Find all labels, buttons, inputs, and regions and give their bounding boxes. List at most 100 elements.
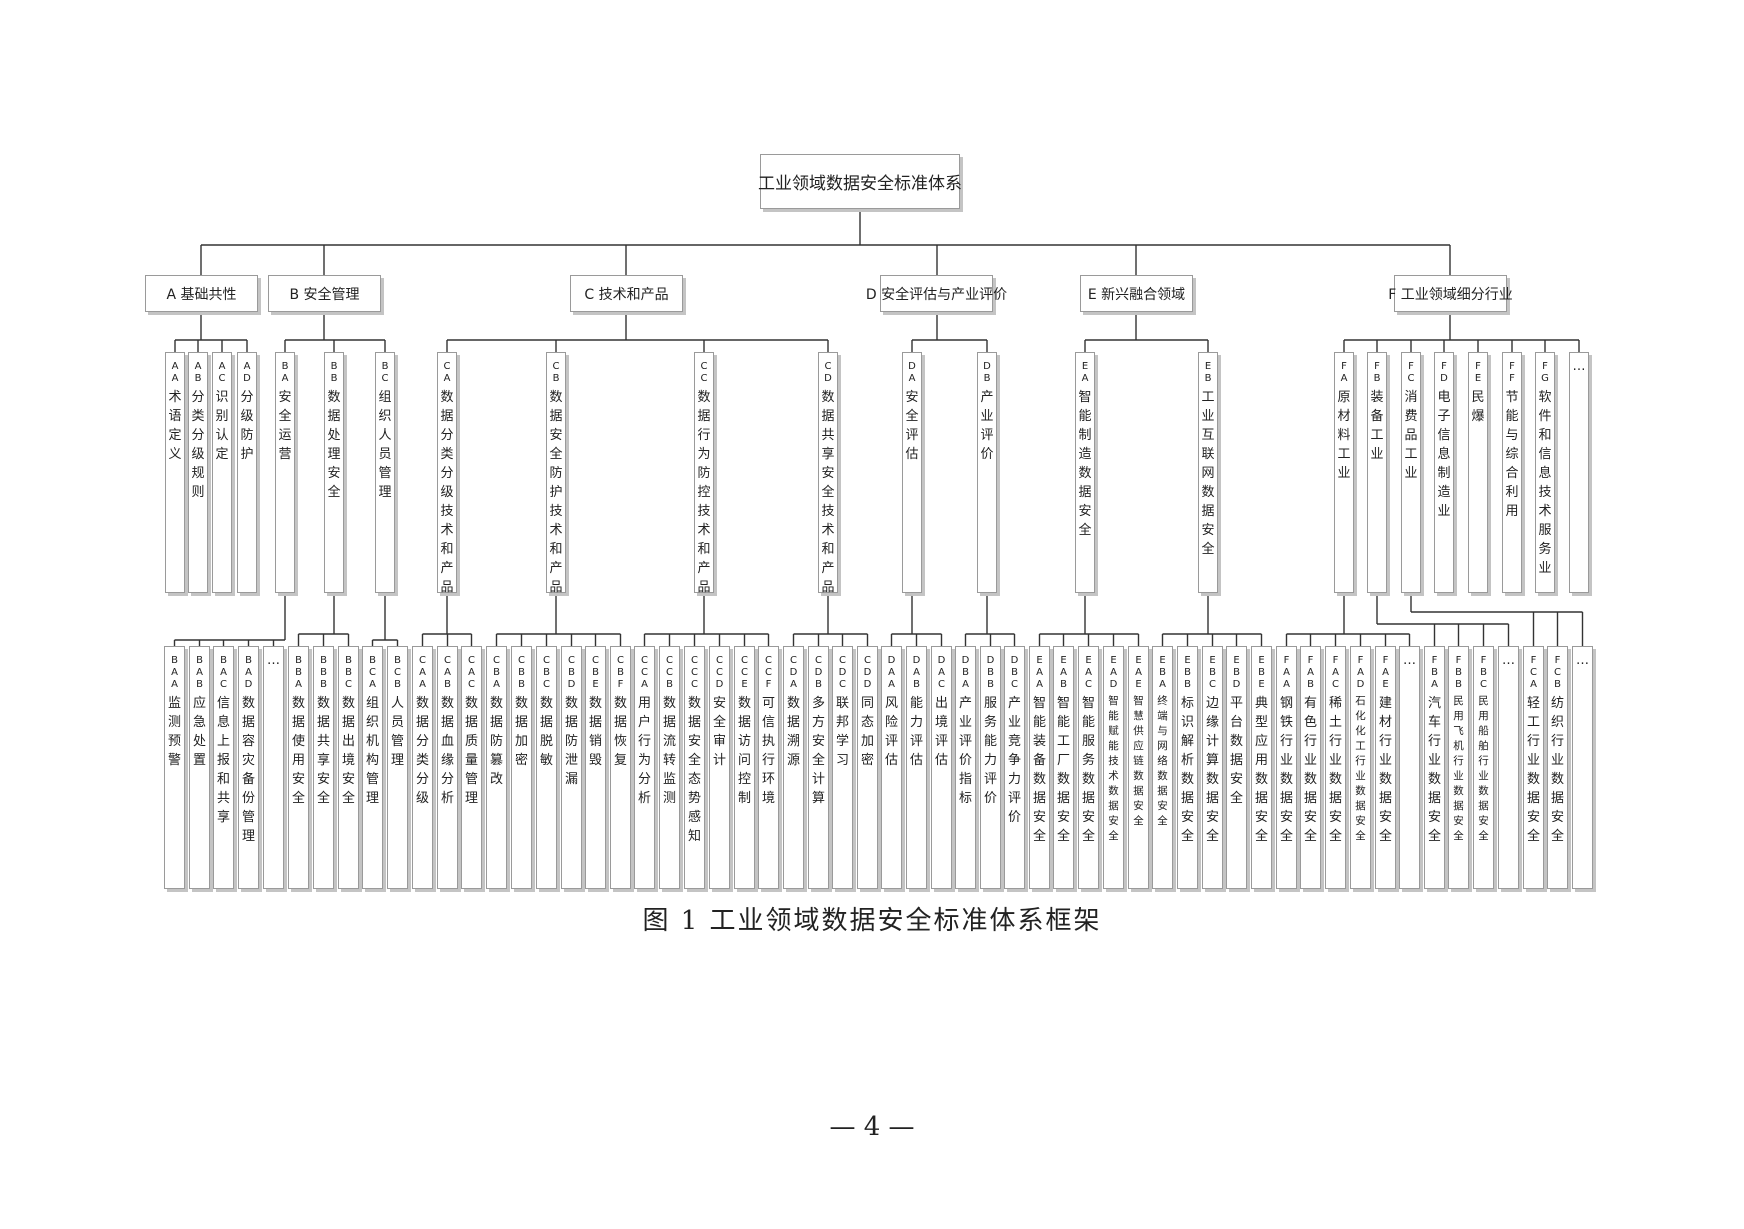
category-label: E 新兴融合领域 — [1087, 286, 1186, 303]
node-code: C C A — [641, 655, 648, 690]
sub-node-more-f[interactable]: … — [1569, 352, 1589, 593]
category-d[interactable]: D 安全评估与产业评价 — [866, 275, 1007, 312]
category-f[interactable]: F 工业领域细分行业 — [1388, 275, 1513, 312]
category-e[interactable]: E 新兴融合领域 — [1080, 275, 1193, 312]
leaf-node-more-f-2[interactable]: … — [1572, 646, 1593, 889]
root-node[interactable]: 工业领域数据安全标准体系 — [758, 154, 962, 209]
node-label: 安 全 评 估 — [905, 390, 919, 462]
node-label: 数 据 访 问 控 制 — [737, 696, 751, 806]
category-label: D 安全评估与产业评价 — [865, 286, 1008, 303]
leaf-node-more-f-1[interactable]: … — [1498, 646, 1519, 889]
node-label: 民 用 飞 机 行 业 数 据 安 全 — [1453, 695, 1464, 842]
node-label: 汽 车 行 业 数 据 安 全 — [1427, 696, 1441, 844]
node-label: 原 材 料 工 业 — [1337, 390, 1351, 481]
category-label: F 工业领域细分行业 — [1388, 286, 1513, 303]
leaf-node-more-b-0[interactable]: … — [263, 646, 284, 889]
node-label: 有 色 行 业 数 据 安 全 — [1303, 696, 1317, 844]
category-a[interactable]: A 基础共性 — [145, 275, 258, 312]
category-b[interactable]: B 安全管理 — [268, 275, 381, 312]
node-code: C B A — [493, 655, 500, 690]
leaf-node-more-f-0[interactable]: … — [1399, 646, 1420, 889]
category-c[interactable]: C 技术和产品 — [570, 275, 683, 312]
